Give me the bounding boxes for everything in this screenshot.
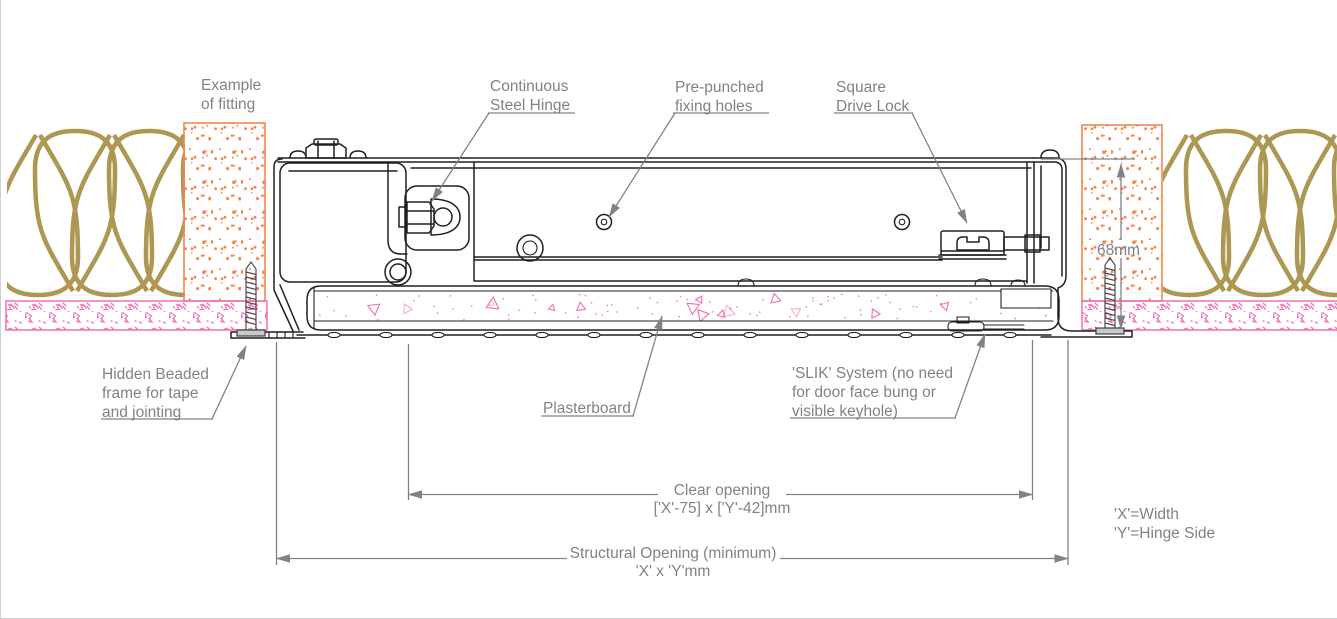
- slik-latch: [947, 316, 1025, 332]
- door-panel: [296, 278, 1060, 339]
- frame-right-jamb: [1024, 157, 1133, 338]
- label-depth-68mm: 68mm: [1097, 242, 1141, 259]
- dim-clear-opening: [407, 340, 1034, 500]
- label-square-drive-lock: Square Drive Lock: [836, 79, 910, 115]
- fixing-slot-row: [327, 331, 1017, 339]
- wall-plasterboard-right: [1081, 300, 1337, 331]
- label-prepunched-fixing-holes: Pre-punched fixing holes: [675, 79, 764, 115]
- label-example-of-fitting: Example of fitting: [201, 77, 262, 113]
- dim-depth-68mm: [1041, 158, 1135, 330]
- hinge-assembly: [384, 162, 470, 286]
- masonry-stud-right: [1081, 124, 1163, 302]
- leader-lines: [101, 112, 986, 420]
- label-slik-system: 'SLIK' System (no need for door face bun…: [792, 365, 954, 420]
- slik-keeper: [1000, 288, 1052, 309]
- plasterboard-flecks: [318, 292, 1047, 321]
- label-xy-legend: 'X'=Width 'Y'=Hinge Side: [1114, 506, 1216, 542]
- fixing-screw-right: [1095, 256, 1125, 335]
- wall-plasterboard-left: [5, 300, 268, 331]
- door-back-pan: [473, 162, 1028, 282]
- label-hidden-beaded-frame: Hidden Beaded frame for tape and jointin…: [102, 366, 209, 421]
- label-plasterboard: Plasterboard: [543, 400, 631, 417]
- label-clear-opening: Clear opening ['X'-75] x ['Y'-42]mm: [653, 482, 791, 517]
- fixing-screw-left: [236, 260, 266, 337]
- insulation-left: [7, 128, 185, 298]
- insulation-right: [1163, 128, 1337, 298]
- label-continuous-steel-hinge: Continuous Steel Hinge: [490, 78, 571, 114]
- dim-structural-opening: [275, 340, 1069, 565]
- frame-head-flange: [277, 149, 1060, 169]
- label-structural-opening: Structural Opening (minimum) 'X' x 'Y'mm: [569, 545, 777, 580]
- frame-fixing-bolt: [289, 138, 367, 159]
